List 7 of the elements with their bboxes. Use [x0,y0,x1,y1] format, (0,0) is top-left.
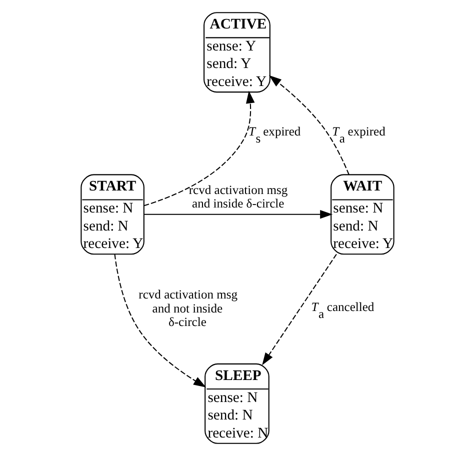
arrow [144,210,332,219]
edge-label: rcvd activation msg and inside δ-circle [188,183,288,211]
arrow [268,75,349,175]
arrow [143,90,254,206]
arrow [262,254,336,366]
arrow [114,254,206,388]
edge-label: rcvd activation msg and not inside δ-circle [138,288,238,329]
